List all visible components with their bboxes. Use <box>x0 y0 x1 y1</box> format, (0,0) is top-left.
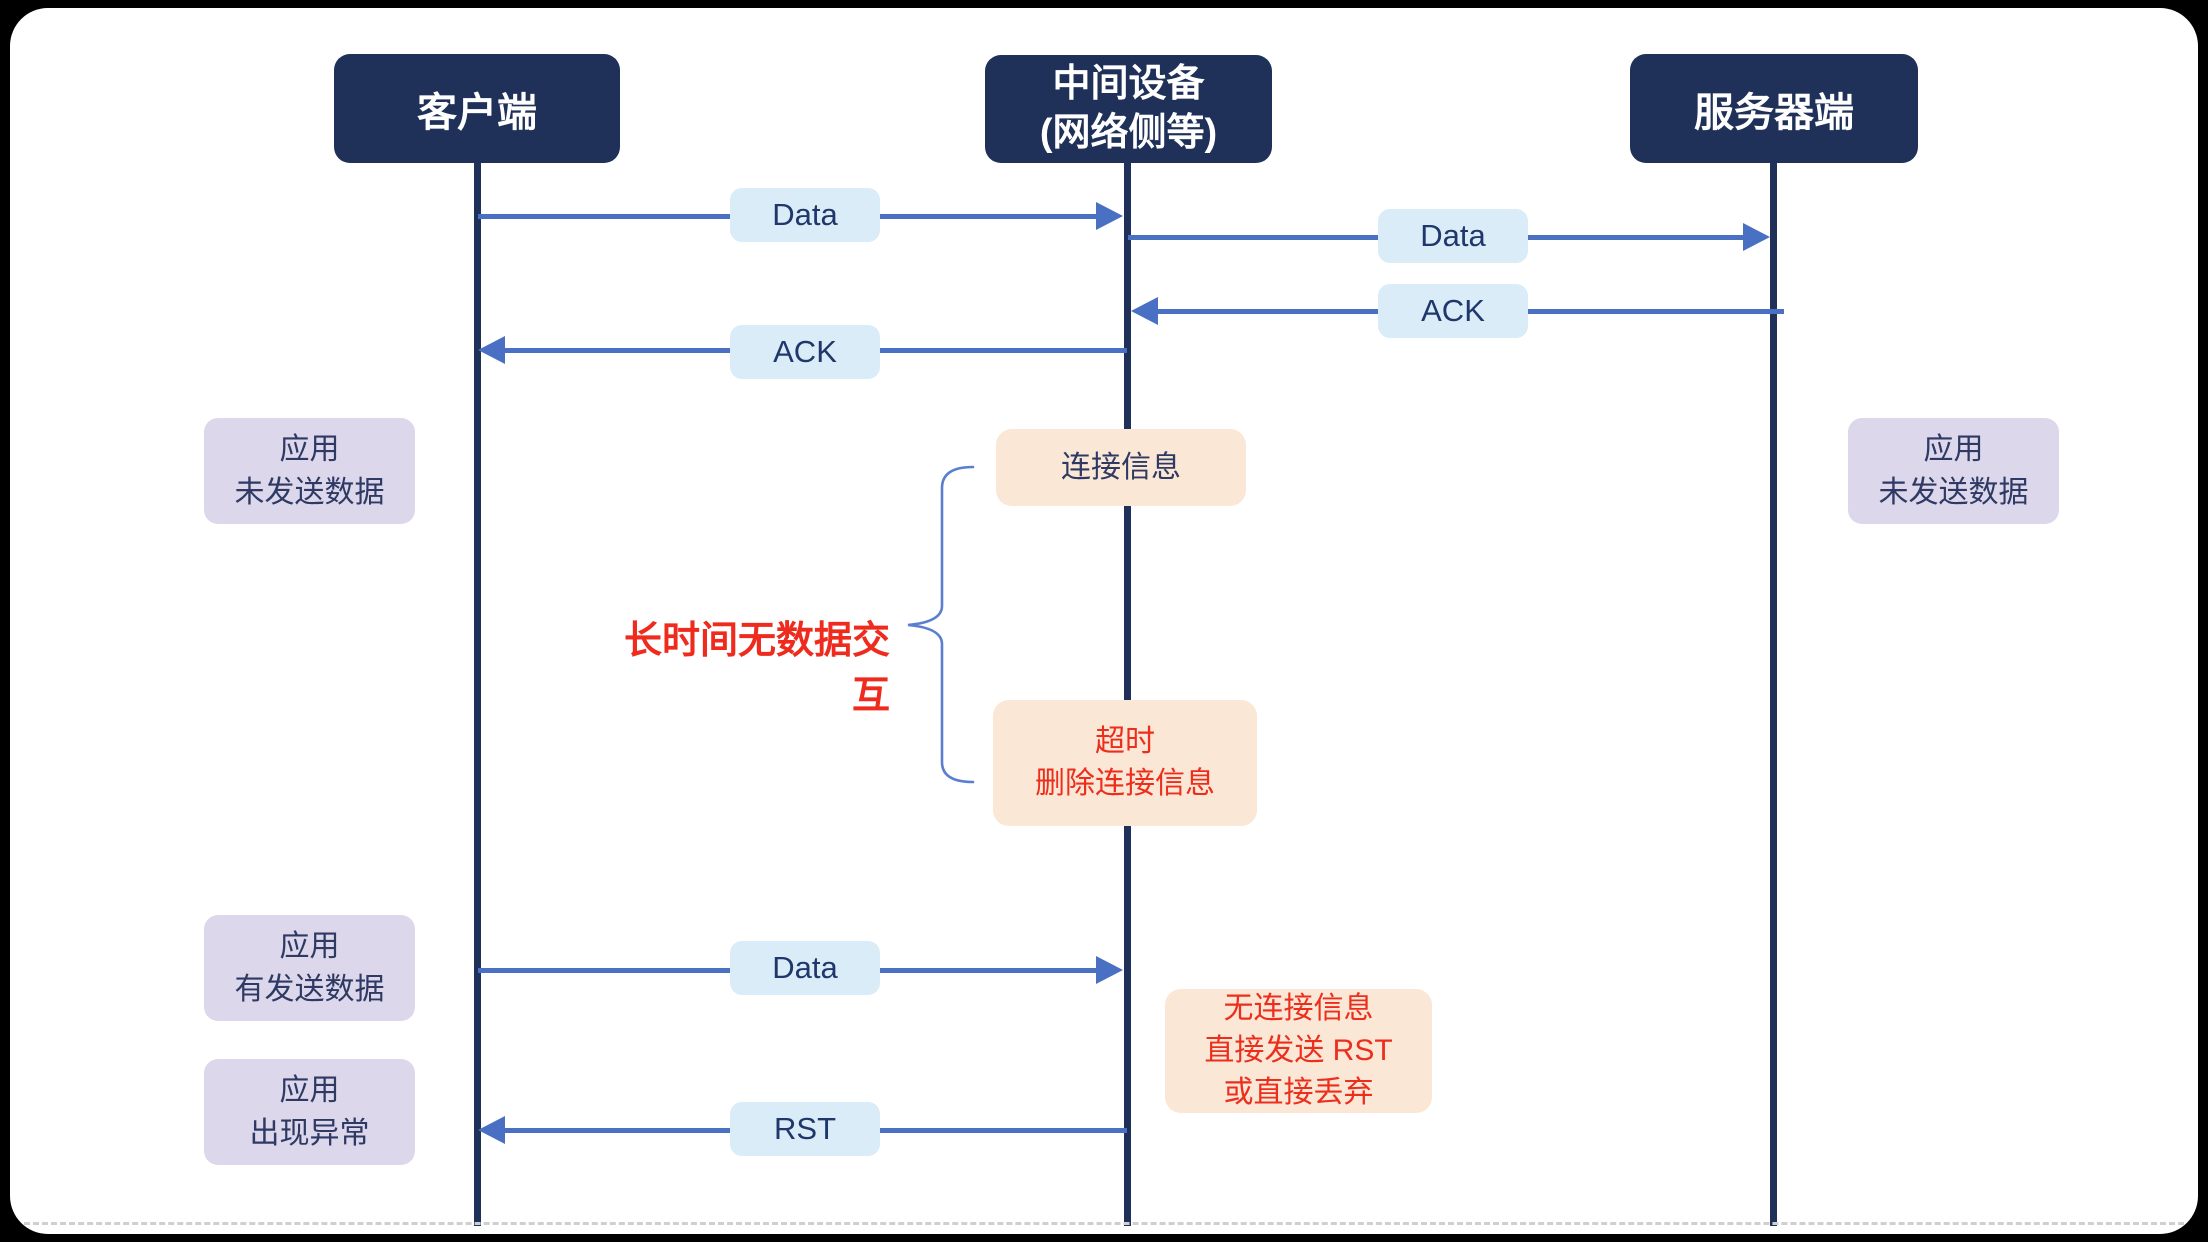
note-client-app-error: 应用 出现异常 <box>204 1059 415 1165</box>
note-no-connection-info: 无连接信息 直接发送 RST 或直接丢弃 <box>1165 989 1432 1113</box>
ack2-label: ACK <box>1378 284 1528 338</box>
note-connection-info: 连接信息 <box>996 429 1246 506</box>
data3-arrowhead-icon <box>1096 956 1123 984</box>
ack1-arrowhead-icon <box>478 336 505 364</box>
note-server-app-no-data: 应用 未发送数据 <box>1848 418 2059 524</box>
note-client-app-has-data: 应用 有发送数据 <box>204 915 415 1021</box>
note-timeout-delete: 超时 删除连接信息 <box>993 700 1257 826</box>
rst-label: RST <box>730 1102 880 1156</box>
client-lifeline <box>474 163 481 1226</box>
server-lifeline <box>1770 163 1777 1226</box>
data3-label: Data <box>730 941 880 995</box>
ack2-arrowhead-icon <box>1131 297 1158 325</box>
actor-server: 服务器端 <box>1630 54 1918 163</box>
data1-label: Data <box>730 188 880 242</box>
annotation-long-idle: 长时间无数据交互 <box>623 620 890 717</box>
middle-lifeline <box>1124 163 1131 1226</box>
actor-middle-device: 中间设备 (网络侧等) <box>985 55 1272 163</box>
note-client-app-no-data: 应用 未发送数据 <box>204 418 415 524</box>
data2-label: Data <box>1378 209 1528 263</box>
rst-arrowhead-icon <box>478 1116 505 1144</box>
actor-client: 客户端 <box>334 54 620 163</box>
page-boundary-dashed-line <box>24 1222 2184 1225</box>
diagram-canvas: 客户端 中间设备 (网络侧等) 服务器端 Data Data ACK ACK 应… <box>10 8 2198 1234</box>
ack1-label: ACK <box>730 325 880 379</box>
data1-arrowhead-icon <box>1096 202 1123 230</box>
data2-arrowhead-icon <box>1743 223 1770 251</box>
brace-icon <box>907 465 975 784</box>
